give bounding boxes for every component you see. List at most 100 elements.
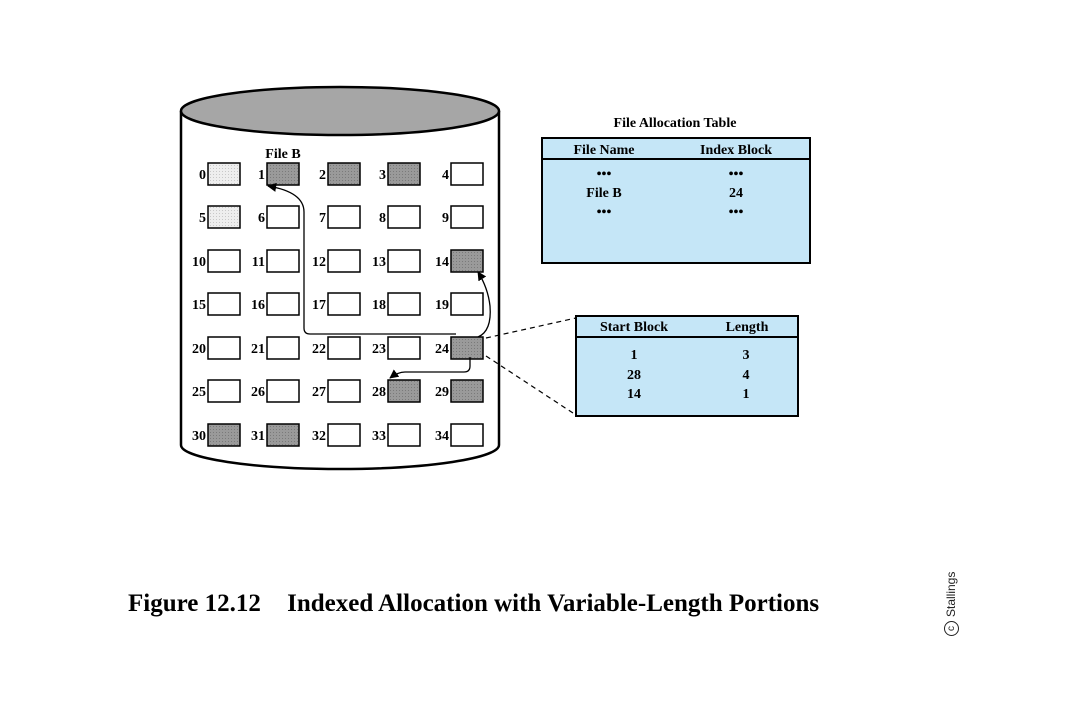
- link-24-to-28: [389, 357, 471, 379]
- disk-block-16: 16: [251, 292, 300, 316]
- disk-cylinder: [179, 85, 501, 471]
- figure-number: Figure 12.12: [128, 590, 261, 617]
- link-24-to-1: [267, 182, 456, 335]
- block-number: 10: [192, 255, 206, 270]
- block-number: 24: [435, 342, 449, 357]
- fat-col-file-name: File Name: [573, 143, 634, 158]
- disk-block-8: 8: [379, 205, 421, 229]
- disk-block-14: 14: [435, 249, 484, 273]
- disk-block-27: 27: [312, 379, 361, 403]
- block-number: 22: [312, 342, 326, 357]
- disk-block-13: 13: [372, 249, 421, 273]
- block-number: 16: [251, 298, 265, 313]
- disk-block-9: 9: [442, 205, 484, 229]
- link-24-to-14: [477, 271, 491, 338]
- index-cell-start: 14: [627, 387, 641, 402]
- block-number: 12: [312, 255, 326, 270]
- fat-cell-name: •••: [597, 205, 612, 220]
- block-number: 1: [258, 168, 265, 183]
- disk-block-4: 4: [442, 162, 484, 186]
- index-cell-length: 4: [743, 368, 750, 383]
- disk-top: [179, 85, 501, 137]
- file-b-label: File B: [265, 147, 300, 162]
- disk-block-32: 32: [312, 423, 361, 447]
- block-number: 21: [251, 342, 265, 357]
- index-col-length: Length: [726, 320, 769, 335]
- figure-title: Indexed Allocation with Variable-Length …: [287, 590, 820, 617]
- block-number: 9: [442, 211, 449, 226]
- index-leader-lines: [485, 317, 577, 416]
- block-number: 32: [312, 429, 326, 444]
- disk-block-6: 6: [258, 205, 300, 229]
- block-number: 33: [372, 429, 386, 444]
- block-number: 31: [251, 429, 265, 444]
- block-number: 11: [252, 255, 265, 270]
- index-block-table: Start Block Length 1 3 28 4 14 1: [575, 315, 799, 417]
- index-rows: 1 3 28 4 14 1: [627, 348, 750, 402]
- block-number: 25: [192, 385, 206, 400]
- block-number: 30: [192, 429, 206, 444]
- block-number: 26: [251, 385, 265, 400]
- disk-block-17: 17: [312, 292, 361, 316]
- disk-block-28: 28: [372, 379, 421, 403]
- disk-block-18: 18: [372, 292, 421, 316]
- block-number: 14: [435, 255, 449, 270]
- disk-block-25: 25: [192, 379, 241, 403]
- disk-block-26: 26: [251, 379, 300, 403]
- fat-cell-block: 24: [729, 186, 743, 201]
- disk-block-24: 24: [435, 336, 484, 360]
- fat-col-index-block: Index Block: [700, 143, 772, 158]
- credit-text: Stallings: [944, 571, 958, 617]
- disk-block-3: 3: [379, 162, 421, 186]
- disk-block-0: 0: [199, 162, 241, 186]
- disk-block-23: 23: [372, 336, 421, 360]
- block-number: 17: [312, 298, 326, 313]
- block-number: 5: [199, 211, 206, 226]
- index-col-start-block: Start Block: [600, 320, 668, 335]
- disk-block-2: 2: [319, 162, 361, 186]
- disk-block-15: 15: [192, 292, 241, 316]
- disk-block-11: 11: [252, 249, 300, 273]
- block-number: 28: [372, 385, 386, 400]
- disk-block-33: 33: [372, 423, 421, 447]
- block-number: 15: [192, 298, 206, 313]
- fat-cell-name: File B: [586, 186, 621, 201]
- copyright-credit: c Stallings: [942, 556, 960, 636]
- disk-block-1: 1: [258, 162, 300, 186]
- disk-block-34: 34: [435, 423, 484, 447]
- disk-block-22: 22: [312, 336, 361, 360]
- disk-block-31: 31: [251, 423, 300, 447]
- block-number: 20: [192, 342, 206, 357]
- block-number: 34: [435, 429, 449, 444]
- block-number: 8: [379, 211, 386, 226]
- fat-cell-name: •••: [597, 167, 612, 182]
- block-number: 7: [319, 211, 326, 226]
- disk-block-20: 20: [192, 336, 241, 360]
- index-cell-length: 1: [743, 387, 750, 402]
- block-number: 6: [258, 211, 265, 226]
- index-cell-length: 3: [743, 348, 750, 363]
- block-number: 0: [199, 168, 206, 183]
- disk-block-10: 10: [192, 249, 241, 273]
- disk-block-7: 7: [319, 205, 361, 229]
- fat-cell-block: •••: [729, 167, 744, 182]
- block-number: 2: [319, 168, 326, 183]
- index-cell-start: 1: [631, 348, 638, 363]
- block-links: [267, 182, 491, 379]
- disk-block-19: 19: [435, 292, 484, 316]
- block-number: 4: [442, 168, 449, 183]
- block-number: 19: [435, 298, 449, 313]
- copyright-icon: c: [943, 621, 959, 636]
- block-number: 27: [312, 385, 326, 400]
- disk-block-29: 29: [435, 379, 484, 403]
- block-number: 23: [372, 342, 386, 357]
- index-cell-start: 28: [627, 368, 641, 383]
- figure-caption: Figure 12.12 Indexed Allocation with Var…: [128, 590, 819, 618]
- block-number: 3: [379, 168, 386, 183]
- disk-block-12: 12: [312, 249, 361, 273]
- disk-block-5: 5: [199, 205, 241, 229]
